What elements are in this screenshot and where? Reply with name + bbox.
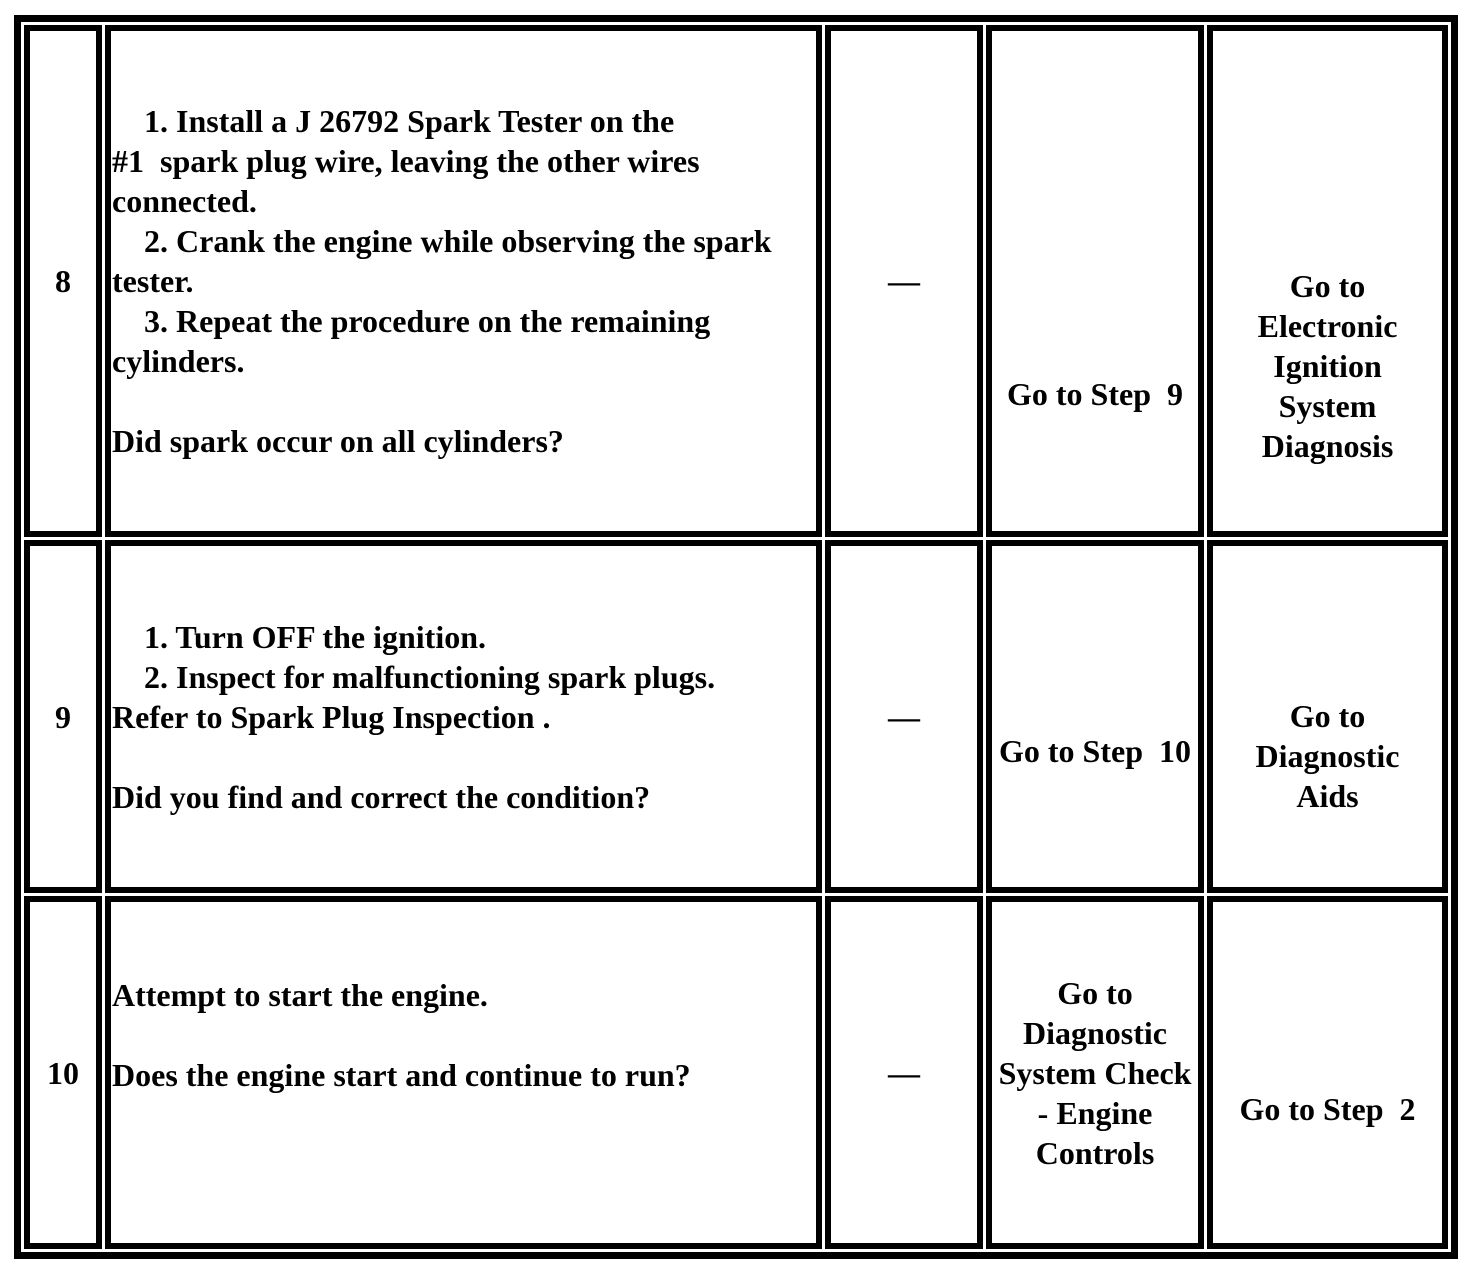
no-cell: Go to Diagnostic Aids [1207, 540, 1448, 893]
no-text: Go to Step 2 [1239, 1090, 1416, 1127]
value-cell: — [825, 25, 983, 537]
yes-text: Go to Step 9 [1007, 376, 1183, 412]
table-row: 10 Attempt to start the engine. Does the… [24, 896, 1448, 1249]
action-cell: 1. Turn OFF the ignition. 2. Inspect for… [105, 540, 822, 893]
action-cell: Attempt to start the engine. Does the en… [105, 896, 822, 1249]
action-text: 1. Install a J 26792 Spark Tester on the… [112, 103, 772, 459]
action-text: Attempt to start the engine. Does the en… [112, 976, 691, 1093]
table-row: 8 1. Install a J 26792 Spark Tester on t… [24, 25, 1448, 537]
step-cell: 8 [24, 25, 102, 537]
yes-text: Go to Diagnostic System Check - Engine C… [998, 974, 1192, 1171]
yes-text: Go to Step 10 [999, 732, 1191, 769]
table-row: 9 1. Turn OFF the ignition. 2. Inspect f… [24, 540, 1448, 893]
yes-cell: Go to Step 10 [986, 540, 1204, 893]
value-text: — [888, 1054, 920, 1091]
action-cell: 1. Install a J 26792 Spark Tester on the… [105, 25, 822, 537]
no-text: Go to Electronic Ignition System Diagnos… [1257, 268, 1398, 464]
no-cell: Go to Electronic Ignition System Diagnos… [1207, 25, 1448, 537]
value-cell: — [825, 896, 983, 1249]
value-text: — [888, 698, 920, 735]
value-text: — [888, 263, 920, 299]
step-number: 9 [55, 698, 71, 735]
value-cell: — [825, 540, 983, 893]
yes-cell: Go to Diagnostic System Check - Engine C… [986, 896, 1204, 1249]
diagnostic-table: 8 1. Install a J 26792 Spark Tester on t… [14, 15, 1458, 1259]
step-number: 10 [47, 1054, 79, 1091]
yes-cell: Go to Step 9 [986, 25, 1204, 537]
step-number: 8 [55, 263, 71, 299]
action-text: 1. Turn OFF the ignition. 2. Inspect for… [112, 618, 716, 815]
step-cell: 9 [24, 540, 102, 893]
no-cell: Go to Step 2 [1207, 896, 1448, 1249]
step-cell: 10 [24, 896, 102, 1249]
no-text: Go to Diagnostic Aids [1255, 697, 1400, 814]
